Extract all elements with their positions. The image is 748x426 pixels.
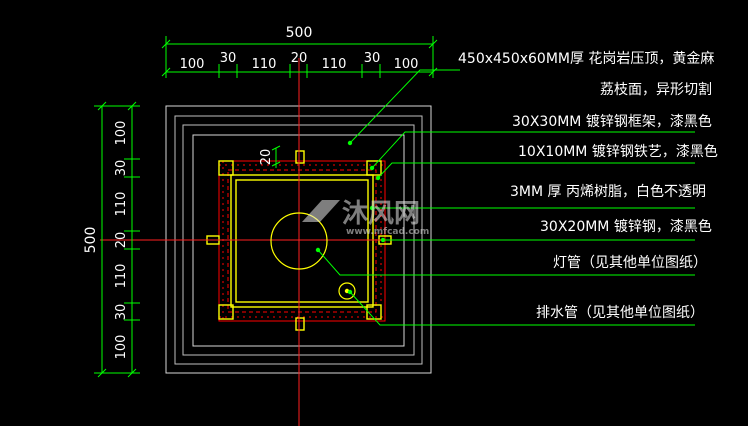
mid-post-top <box>295 150 305 164</box>
annotation-steel: 30X20MM 镀锌钢，漆黑色 <box>540 218 712 235</box>
leader-2 <box>371 131 695 169</box>
corner-post-bl <box>218 304 234 320</box>
top-dim-seg-3: 110 <box>252 57 277 72</box>
top-dim-seg-7: 100 <box>394 57 419 72</box>
left-dim-seg-4: 20 <box>114 232 129 249</box>
left-dim-seg-3: 110 <box>114 192 129 217</box>
left-dim-total: 500 <box>83 227 99 254</box>
inner-dimension <box>271 145 281 168</box>
hatch-ticks <box>219 161 385 321</box>
left-dimension <box>94 101 140 378</box>
top-dim-seg-1: 100 <box>180 57 205 72</box>
top-dim-seg-6: 30 <box>364 51 381 66</box>
leader-1 <box>349 69 460 144</box>
watermark: 沐风网 www.mfcad.com <box>302 199 429 237</box>
leader-dots <box>315 140 386 295</box>
center-axes <box>100 58 400 426</box>
annotation-ironwork: 10X10MM 镀锌钢铁艺，漆黑色 <box>518 143 718 160</box>
left-dim-seg-2: 30 <box>114 160 129 177</box>
frame-inner <box>235 179 369 303</box>
annotation-acrylic: 3MM 厚 丙烯树脂，白色不透明 <box>510 183 706 200</box>
left-dim-seg-7: 100 <box>114 335 129 360</box>
top-dim-seg-2: 30 <box>220 51 237 66</box>
annotation-granite-2: 荔枝面，异形切割 <box>600 81 712 98</box>
fixtures <box>270 212 356 300</box>
leader-7 <box>349 291 695 326</box>
hatch-outer <box>218 160 386 322</box>
corner-post-tl <box>218 160 234 176</box>
top-dim-seg-5: 110 <box>322 57 347 72</box>
leader-3 <box>377 162 695 179</box>
annotation-granite-1: 450x450x60MM厚 花岗岩压顶，黄金麻 <box>458 50 714 67</box>
leader-lines <box>317 69 695 326</box>
watermark-logo-icon <box>302 200 340 222</box>
mid-post-bottom <box>295 317 305 331</box>
leader-6 <box>317 249 695 276</box>
annotation-drain: 排水管（见其他单位图纸） <box>536 305 704 321</box>
corner-post-tr <box>366 160 382 176</box>
left-dim-seg-1: 100 <box>114 121 129 146</box>
drain-pipe-circle <box>338 282 356 300</box>
top-dim-seg-4: 20 <box>291 51 308 66</box>
annotation-frame: 30X30MM 镀锌钢框架，漆黑色 <box>512 113 712 130</box>
hatch-inner <box>227 169 377 313</box>
steel-frame <box>206 150 392 331</box>
top-dim-total: 500 <box>286 25 313 41</box>
left-dim-seg-5: 110 <box>114 264 129 289</box>
lamp-tube-circle <box>270 212 328 270</box>
frame-outer <box>230 174 374 308</box>
watermark-brand: 沐风网 <box>342 199 420 229</box>
hatch-band <box>218 160 386 322</box>
watermark-url: www.mfcad.com <box>346 227 429 237</box>
left-dim-seg-6: 30 <box>114 304 129 321</box>
top-dimension <box>161 36 438 78</box>
inner-dim-label: 20 <box>259 149 274 166</box>
annotation-lamp: 灯管（见其他单位图纸） <box>553 255 707 271</box>
